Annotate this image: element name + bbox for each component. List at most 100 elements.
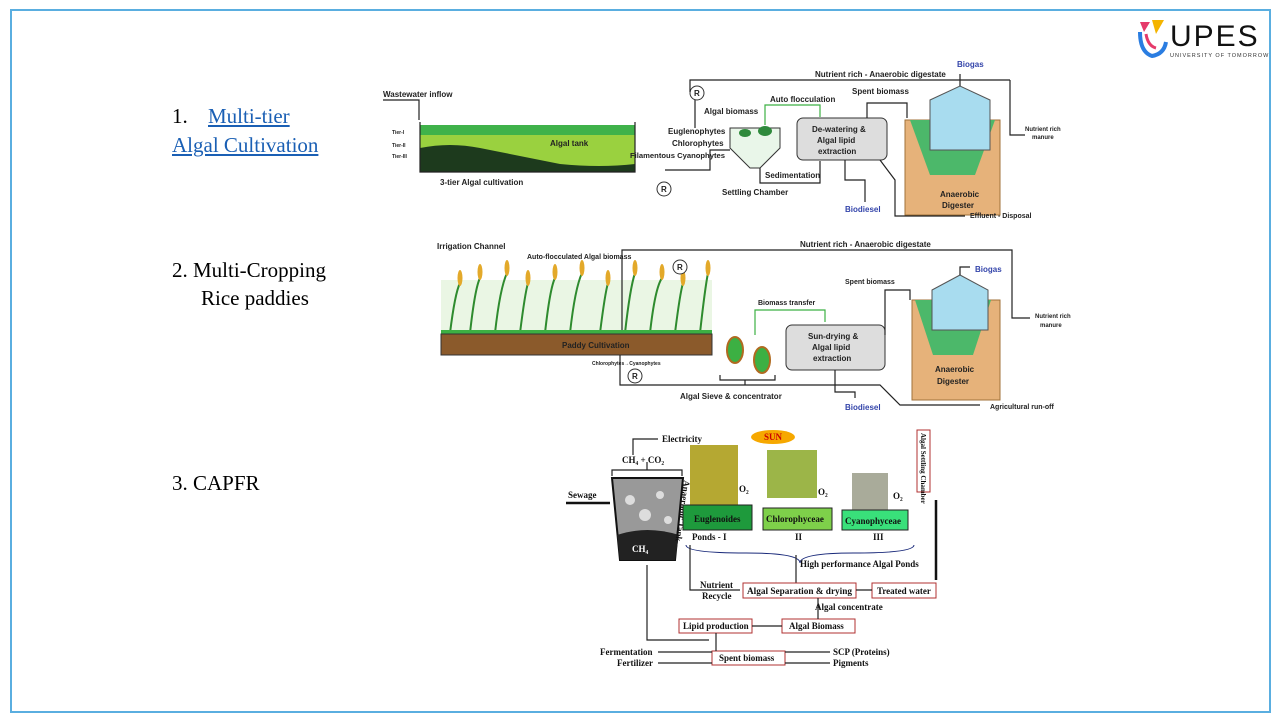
dewatering-box bbox=[796, 117, 888, 161]
label-succession: Chlorophytes→Cyanophytes bbox=[592, 361, 661, 367]
label-irrigation: Irrigation Channel bbox=[437, 242, 505, 251]
label-biodiesel: Biodiesel bbox=[845, 403, 881, 412]
diagram-rice-paddies: Irrigation Channel Auto-flocculated Alga… bbox=[437, 240, 1071, 412]
algal-cultivation-link[interactable]: Algal Cultivation bbox=[172, 133, 319, 157]
svg-text:De-watering &: De-watering & bbox=[812, 125, 866, 134]
svg-text:O₂: O₂ bbox=[893, 491, 903, 501]
svg-text:III: III bbox=[873, 532, 884, 542]
label-gas: CH₄ + CO₂ bbox=[622, 455, 664, 465]
label-manure: Nutrient rich bbox=[1025, 127, 1061, 133]
label-concentrate: Algal concentrate bbox=[815, 602, 883, 612]
label-digestate: Nutrient rich - Anaerobic digestate bbox=[815, 70, 946, 79]
slide-frame bbox=[10, 9, 1271, 713]
label-euglenophytes: Euglenophytes bbox=[668, 127, 726, 136]
svg-text:Ponds - I: Ponds - I bbox=[692, 532, 727, 542]
label-auto-flocculation: Auto flocculation bbox=[770, 95, 835, 104]
settling-chamber bbox=[729, 127, 781, 169]
inflow-arrow bbox=[383, 99, 420, 120]
diagram-capfr: Sewage CH₄ Anaerobic Tank CH₄ + CO₂ Elec… bbox=[566, 429, 938, 668]
label-biodiesel: Biodiesel bbox=[845, 205, 881, 214]
label-biogas: Biogas bbox=[957, 60, 984, 69]
label-biomass-transfer: Biomass transfer bbox=[758, 300, 815, 307]
item2-title: 2. Multi-Cropping bbox=[172, 258, 327, 282]
sun-icon bbox=[751, 430, 795, 444]
label-auto-floc: Auto-flocculated Algal biomass bbox=[527, 254, 631, 261]
svg-text:Nutrient: Nutrient bbox=[700, 580, 733, 590]
cyanophyceae-image bbox=[852, 473, 888, 510]
label-digestate: Nutrient rich - Anaerobic digestate bbox=[800, 240, 931, 249]
svg-text:manure: manure bbox=[1032, 135, 1054, 141]
svg-text:Recycle: Recycle bbox=[702, 591, 731, 601]
svg-text:II: II bbox=[795, 532, 803, 542]
label-tier2: Tier-II bbox=[392, 143, 406, 149]
multi-tier-link[interactable]: Multi-tier bbox=[208, 104, 290, 128]
paddy-soil bbox=[440, 333, 713, 356]
label-chlorophytes: Chlorophytes bbox=[672, 139, 724, 148]
label-effluent: Effluent - Disposal bbox=[970, 213, 1032, 220]
euglenoides-image bbox=[690, 445, 738, 505]
logo-tagline: UNIVERSITY OF TOMORROW bbox=[1170, 53, 1269, 59]
svg-text:Algal Separation & drying: Algal Separation & drying bbox=[747, 586, 853, 596]
svg-text:Digester: Digester bbox=[942, 201, 974, 210]
label-sedimentation: Sedimentation bbox=[765, 171, 820, 180]
label-euglenoides: Euglenoides bbox=[694, 514, 741, 524]
settling-chamber-box bbox=[916, 429, 931, 493]
label-chlorophyceae: Chlorophyceae bbox=[766, 514, 824, 524]
svg-text:Digester: Digester bbox=[937, 377, 969, 386]
label-runoff: Agricultural run-off bbox=[990, 404, 1054, 411]
svg-text:Algal lipid: Algal lipid bbox=[817, 136, 855, 145]
label-settling-chamber: Settling Chamber bbox=[722, 188, 788, 197]
pond-3 bbox=[841, 509, 909, 531]
svg-text:extraction: extraction bbox=[813, 354, 851, 363]
recycle-icon: R bbox=[632, 372, 638, 381]
svg-text:Algal lipid: Algal lipid bbox=[812, 343, 850, 352]
label-biogas: Biogas bbox=[975, 265, 1002, 274]
item3-title: 3. CAPFR bbox=[172, 471, 260, 495]
svg-text:Anaerobic: Anaerobic bbox=[935, 365, 975, 374]
svg-text:Sun-drying &: Sun-drying & bbox=[808, 332, 858, 341]
algal-sieve bbox=[726, 336, 771, 374]
label-paddy: Paddy Cultivation bbox=[562, 341, 630, 350]
label-electricity: Electricity bbox=[662, 434, 702, 444]
svg-text:Algal Biomass: Algal Biomass bbox=[789, 621, 844, 631]
diagram-multi-tier: Wastewater inflow Algal tank Euglenophyt… bbox=[383, 60, 1061, 220]
recycle-icon: R bbox=[677, 263, 683, 272]
label-hpap: High performance Algal Ponds bbox=[800, 559, 919, 569]
label-sewage: Sewage bbox=[568, 490, 597, 500]
recycle-icon: R bbox=[694, 89, 700, 98]
label-algal-biomass: Algal biomass bbox=[704, 107, 759, 116]
label-spent-biomass: Spent biomass bbox=[852, 87, 909, 96]
label-3tier-caption: 3-tier Algal cultivation bbox=[440, 178, 523, 187]
label-wastewater-inflow: Wastewater inflow bbox=[383, 90, 453, 99]
label-filamentous: Filamentous Cyanophytes bbox=[630, 153, 725, 160]
svg-text:Spent biomass: Spent biomass bbox=[719, 653, 775, 663]
logo-text: UPES bbox=[1170, 20, 1260, 53]
label-settling-chamber: Algal Settling Chamber bbox=[919, 433, 927, 504]
svg-text:Anaerobic: Anaerobic bbox=[940, 190, 980, 199]
upes-logo: UPES UNIVERSITY OF TOMORROW bbox=[1138, 20, 1269, 59]
svg-text:manure: manure bbox=[1040, 323, 1062, 329]
label-fertilizer: Fertilizer bbox=[617, 658, 653, 668]
pond-2 bbox=[762, 507, 833, 531]
svg-text:Lipid production: Lipid production bbox=[683, 621, 749, 631]
label-tier3: Tier-III bbox=[392, 154, 408, 160]
pond-1 bbox=[682, 504, 753, 531]
item2-subtitle: Rice paddies bbox=[201, 286, 309, 310]
label-manure: Nutrient rich bbox=[1035, 314, 1071, 320]
label-scp: SCP (Proteins) bbox=[833, 647, 890, 657]
spent-biomass-box bbox=[711, 650, 786, 666]
recycle-icon: R bbox=[661, 185, 667, 194]
label-pigments: Pigments bbox=[833, 658, 869, 668]
item1-number: 1. bbox=[172, 104, 188, 128]
label-ch4: CH₄ bbox=[632, 544, 649, 554]
svg-text:O₂: O₂ bbox=[818, 487, 828, 497]
label-sun: SUN bbox=[764, 432, 783, 442]
chlorophyceae-image bbox=[767, 450, 817, 498]
label-tier1: Tier-I bbox=[392, 130, 405, 136]
label-fermentation: Fermentation bbox=[600, 647, 652, 657]
label-sieve: Algal Sieve & concentrator bbox=[680, 392, 782, 401]
svg-text:extraction: extraction bbox=[818, 147, 856, 156]
svg-text:Treated water: Treated water bbox=[877, 586, 931, 596]
